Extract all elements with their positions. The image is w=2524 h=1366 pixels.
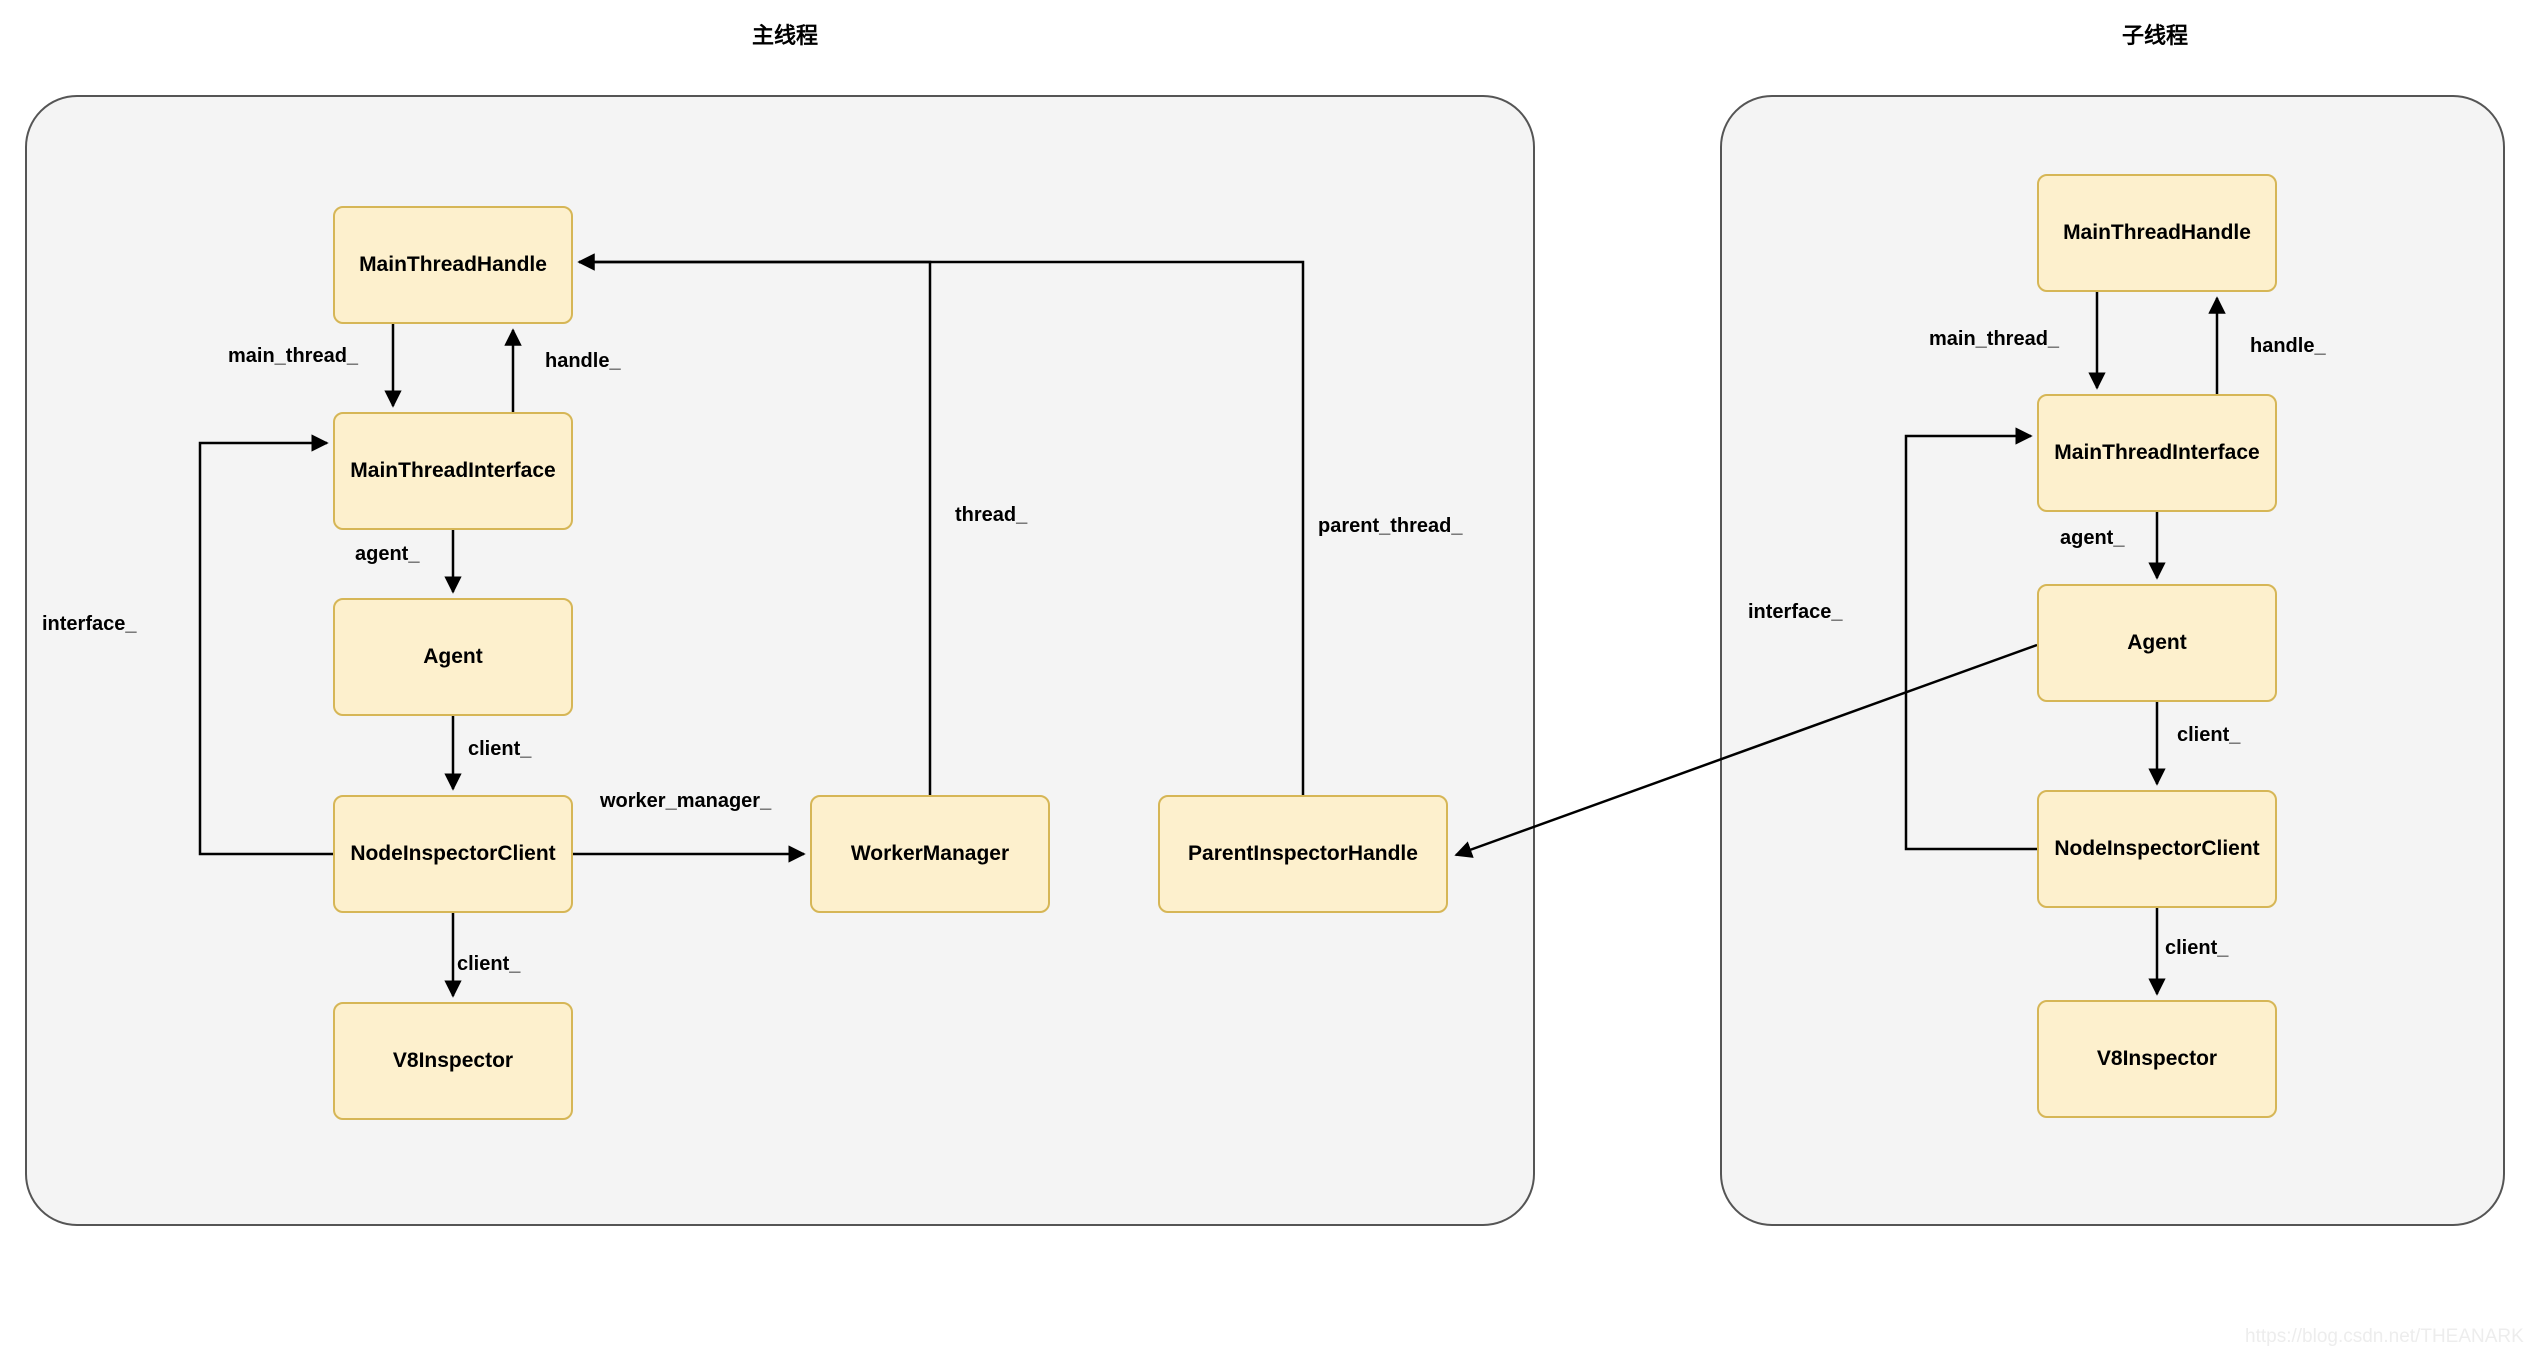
- edge-label-sub-agent: agent_: [2060, 527, 2125, 549]
- edge-label-sub-client-nic-v8i: client_: [2165, 937, 2229, 959]
- edge-label-sub-handle: handle_: [2250, 335, 2326, 357]
- node-node-inspector-client[interactable]: NodeInspectorClient: [333, 795, 573, 913]
- node-worker-manager[interactable]: WorkerManager: [810, 795, 1050, 913]
- node-sub-main-thread-interface[interactable]: MainThreadInterface: [2037, 394, 2277, 512]
- edge-label-worker-manager: worker_manager_: [600, 790, 772, 812]
- edge-label-sub-client-agent-nic: client_: [2177, 724, 2241, 746]
- node-sub-v8-inspector[interactable]: V8Inspector: [2037, 1000, 2277, 1118]
- panel-title-main-thread: 主线程: [751, 23, 819, 48]
- node-v8-inspector[interactable]: V8Inspector: [333, 1002, 573, 1120]
- watermark: https://blog.csdn.net/THEANARKH: [2245, 1326, 2524, 1347]
- edge-label-handle: handle_: [545, 350, 621, 372]
- edge-label-agent: agent_: [355, 543, 420, 565]
- node-parent-inspector-handle[interactable]: ParentInspectorHandle: [1158, 795, 1448, 913]
- edge-label-client-nic-v8i: client_: [457, 953, 521, 975]
- node-sub-node-inspector-client[interactable]: NodeInspectorClient: [2037, 790, 2277, 908]
- panel-title-child-thread: 子线程: [2121, 23, 2189, 48]
- node-sub-agent[interactable]: Agent: [2037, 584, 2277, 702]
- node-main-thread-handle[interactable]: MainThreadHandle: [333, 206, 573, 324]
- panel-main-thread: [25, 95, 1535, 1226]
- edge-label-thread: thread_: [955, 504, 1028, 526]
- edge-label-sub-interface: interface_: [1748, 601, 1843, 623]
- edge-label-sub-main-thread: main_thread_: [1929, 328, 2060, 350]
- edge-label-main-thread: main_thread_: [228, 345, 359, 367]
- edge-label-parent-thread: parent_thread_: [1318, 515, 1463, 537]
- node-main-thread-interface[interactable]: MainThreadInterface: [333, 412, 573, 530]
- edge-label-interface: interface_: [42, 613, 137, 635]
- node-sub-main-thread-handle[interactable]: MainThreadHandle: [2037, 174, 2277, 292]
- node-agent[interactable]: Agent: [333, 598, 573, 716]
- edge-label-client-agent-nic: client_: [468, 738, 532, 760]
